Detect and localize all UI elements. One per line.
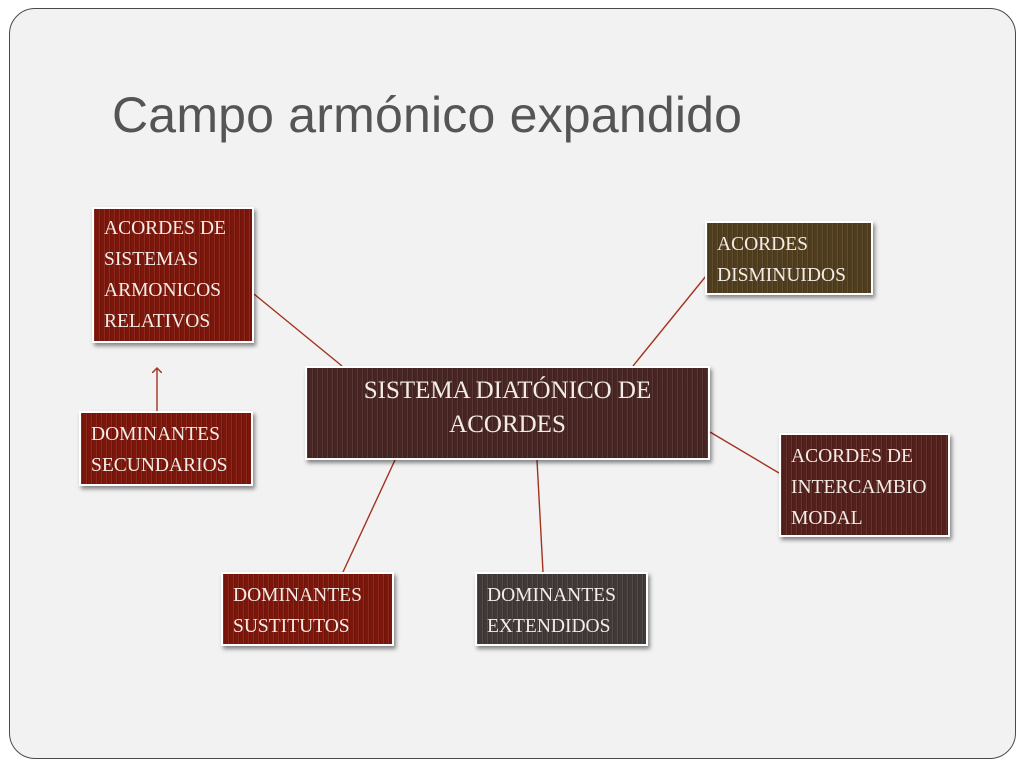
node-acordes-sistemas-relativos: ACORDES DE SISTEMAS ARMONICOS RELATIVOS: [92, 207, 254, 343]
node-acordes-disminuidos: ACORDES DISMINUIDOS: [705, 221, 873, 295]
node-label-line: SISTEMAS: [104, 249, 199, 270]
node-acordes-intercambio-modal: ACORDES DE INTERCAMBIO MODAL: [779, 433, 950, 537]
node-dominantes-extendidos: DOMINANTES EXTENDIDOS: [475, 572, 648, 646]
node-label-line: DOMINANTES: [91, 424, 220, 445]
node-label-line: DISMINUIDOS: [717, 265, 846, 286]
node-label-line: DOMINANTES: [233, 585, 362, 606]
node-label-line: SECUNDARIOS: [91, 455, 228, 476]
node-label-line: EXTENDIDOS: [487, 616, 611, 637]
node-label-line: SISTEMA DIATÓNICO DE: [363, 377, 652, 404]
connector-center-disminuidos: [632, 275, 707, 367]
node-sistema-diatonico: SISTEMA DIATÓNICO DE ACORDES: [305, 366, 710, 460]
connector-center-intercambio: [709, 431, 780, 474]
node-label-line: INTERCAMBIO: [791, 477, 927, 498]
connector-center-extendidos: [536, 459, 544, 573]
node-label-line: ACORDES DE: [104, 218, 226, 239]
node-dominantes-sustitutos: DOMINANTES SUSTITUTOS: [221, 572, 394, 646]
node-label-line: DOMINANTES: [487, 585, 616, 606]
node-label-line: RELATIVOS: [104, 311, 211, 332]
slide-title: Campo armónico expandido: [112, 87, 743, 143]
connector-center-relativos: [253, 293, 343, 367]
connector-center-sustitutos: [342, 459, 396, 573]
node-dominantes-secundarios: DOMINANTES SECUNDARIOS: [79, 411, 253, 486]
node-label-line: ACORDES DE: [791, 446, 913, 467]
node-label-line: SUSTITUTOS: [233, 616, 350, 637]
node-label-line: ACORDES: [449, 411, 566, 438]
node-label-line: ARMONICOS: [104, 280, 222, 301]
node-label-line: MODAL: [791, 508, 863, 529]
node-label-line: ACORDES: [717, 234, 809, 255]
